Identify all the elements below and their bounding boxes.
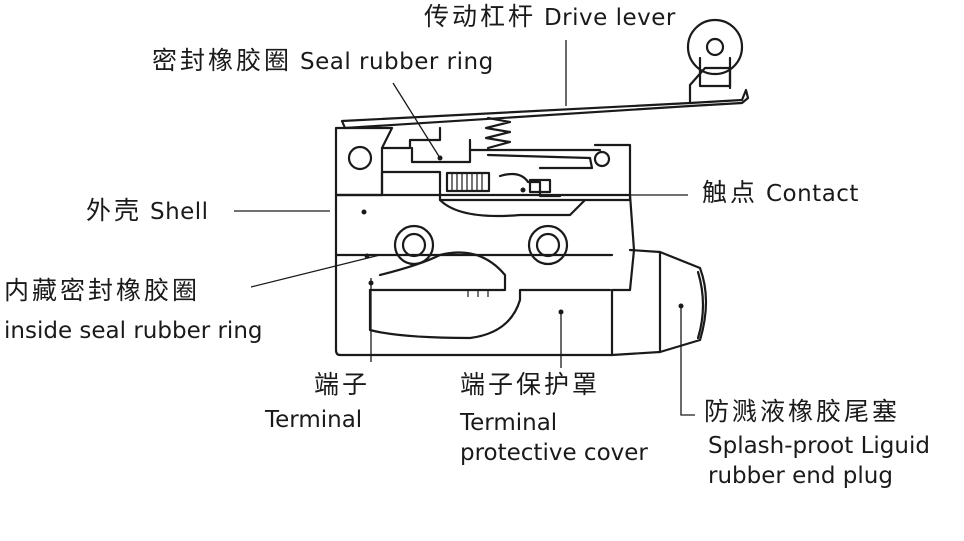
- shell-cn: 外壳: [86, 196, 143, 225]
- contact-en: Contact: [765, 181, 859, 207]
- seal-ring-label: 密封橡胶圈 Seal rubber ring: [152, 46, 494, 76]
- shell-en: Shell: [149, 199, 209, 225]
- drive-lever-cn: 传动杠杆: [424, 2, 537, 31]
- inside-seal-cn: 内藏密封橡胶圈: [4, 276, 201, 305]
- terminal-cn: 端子: [314, 370, 371, 399]
- terminal-cover-en-line1: Terminal: [460, 410, 558, 436]
- contact-label: 触点 Contact: [702, 178, 859, 208]
- spring: [484, 116, 512, 150]
- terminal-cover-cn: 端子保护罩: [460, 370, 601, 399]
- shell-label: 外壳 Shell: [86, 196, 209, 226]
- rubber-end-plug: [610, 248, 708, 357]
- roller-wheel: [686, 18, 744, 88]
- switch-shell: [334, 193, 636, 357]
- contact-cn: 触点: [702, 178, 759, 207]
- leader-lines: [234, 40, 695, 416]
- end-plug-cn: 防溅液橡胶尾塞: [704, 397, 901, 426]
- drive-lever-label: 传动杠杆 Drive lever: [424, 2, 676, 32]
- seal-ring-en: Seal rubber ring: [299, 49, 494, 75]
- drive-lever-en: Drive lever: [543, 5, 676, 31]
- seal-ring-cn: 密封橡胶圈: [152, 46, 293, 75]
- end-plug-en-line1: Splash-proot Liguid: [708, 433, 930, 459]
- terminal-en: Terminal: [265, 407, 363, 433]
- end-plug-en-line2: rubber end plug: [708, 463, 893, 489]
- contact-mechanism: [438, 171, 587, 218]
- inside-seal-en: inside seal rubber ring: [4, 318, 263, 344]
- terminal-cover-en-line2: protective cover: [460, 440, 648, 466]
- switch-upper-housing: [334, 126, 632, 202]
